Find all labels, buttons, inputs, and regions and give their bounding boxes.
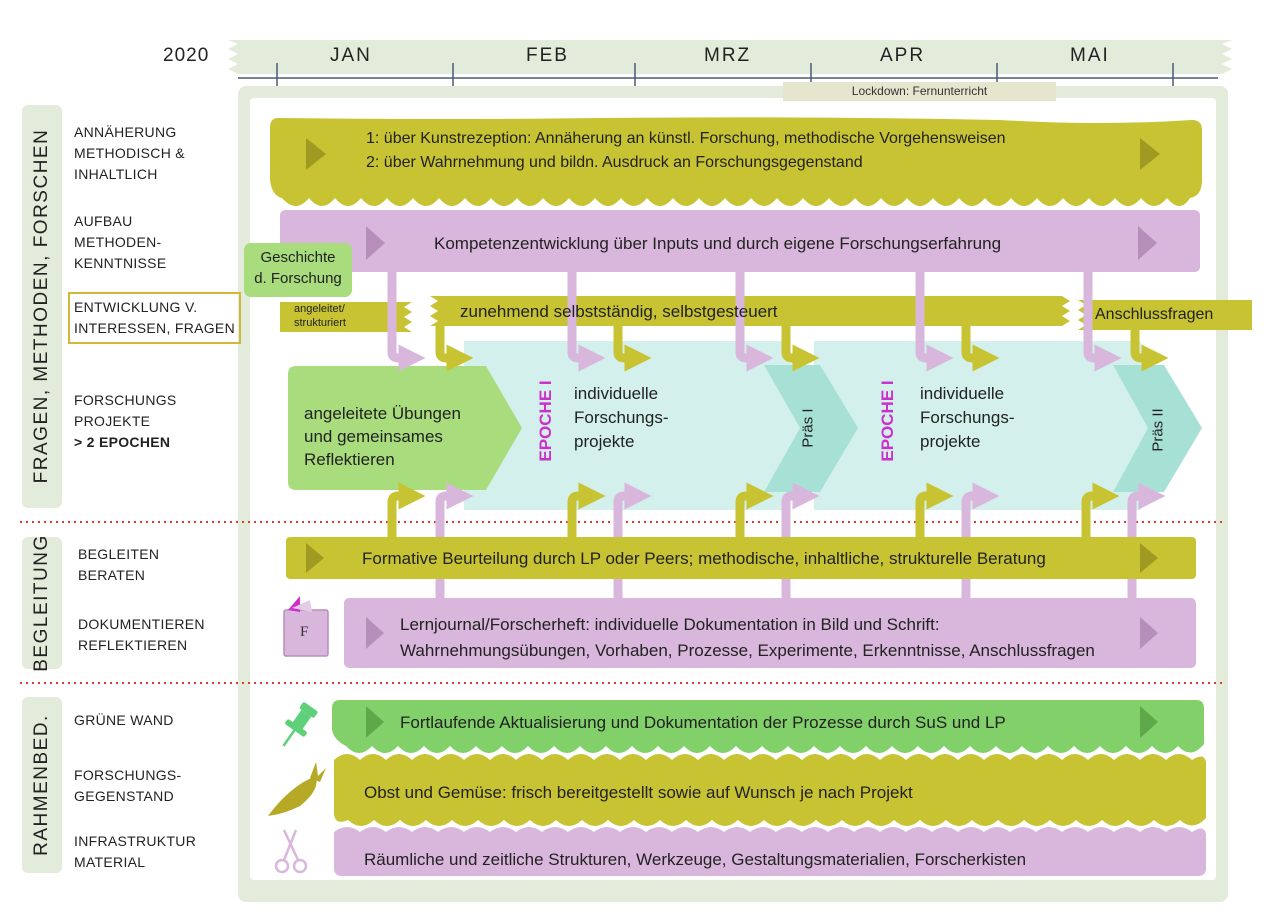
row-label-projekte: FORSCHUNGS PROJEKTE > 2 EPOCHEN (74, 392, 177, 450)
row-label-entwicklung: ENTWICKLUNG V. INTERESSEN, FRAGEN (68, 292, 241, 344)
year-label: 2020 (163, 45, 210, 66)
angeleitet-text: angeleitet/ strukturiert (294, 303, 346, 329)
month-apr: APR (880, 45, 926, 66)
gruene-wand-text: Fortlaufende Aktualisierung und Dokument… (400, 713, 1006, 732)
notebook-letter: F (300, 624, 309, 640)
row-label-dokumentieren: DOKUMENTIEREN REFLEKTIEREN (78, 616, 205, 653)
chevron-right-icon (1140, 617, 1158, 649)
sidebar-begleitung (22, 537, 62, 669)
pushpin-icon (282, 702, 318, 747)
band-annaeherung (270, 117, 1202, 206)
praes-1-label: Präs I (799, 408, 817, 448)
epoche-2-label: EPOCHE I (878, 380, 897, 462)
geschichte-box: Geschichte d. Forschung (244, 243, 352, 297)
band-gruene-wand (332, 700, 1204, 753)
individuell-text-2: individuelle Forschungs- projekte (920, 384, 1015, 451)
chevron-right-icon (366, 226, 385, 260)
band-formativ (286, 537, 1196, 579)
mint-arrow-1 (464, 341, 834, 510)
anschluss-text: Anschlussfragen (1095, 306, 1214, 323)
month-jan: JAN (330, 45, 372, 66)
chevron-right-icon (306, 138, 326, 170)
band-lernjournal (344, 598, 1196, 668)
obst-text: Obst und Gemüse: frisch bereitgestellt s… (364, 783, 913, 802)
chevron-right-icon (1140, 706, 1158, 738)
chevron-right-icon (366, 706, 384, 738)
carrot-icon (268, 762, 326, 816)
row-label-wand: GRÜNE WAND (74, 712, 174, 728)
chevron-right-icon (1138, 226, 1157, 260)
uebungen-text: angeleitete Übungen und gemeinsames Refl… (304, 404, 461, 469)
scissors-icon (274, 829, 308, 874)
section-title-begleitung: BEGLEITUNG (31, 534, 52, 672)
selbststaendig-text: zunehmend selbstständig, selbstgesteuert (460, 302, 778, 321)
lernjournal-text: Lernjournal/Forscherheft: individuelle D… (400, 615, 1095, 660)
chevron-right-icon (366, 617, 384, 649)
chevron-right-icon (1140, 138, 1160, 170)
kompetenz-text: Kompetenzentwicklung über Inputs und dur… (434, 234, 1002, 253)
praes-2-label: Präs II (1149, 408, 1167, 452)
sidebar-fragen (22, 105, 62, 508)
individuell-text-1: individuelle Forschungs- projekte (574, 384, 669, 451)
epoche-1-label: EPOCHE I (536, 380, 555, 462)
lilac-down-arrows (387, 272, 1122, 372)
band-selbststaendig (430, 296, 1070, 326)
lockdown-marker: Lockdown: Fernunterricht (783, 82, 1056, 101)
row-label-infrastruktur: INFRASTRUKTUR MATERIAL (74, 833, 197, 870)
notebook-icon (283, 596, 329, 657)
row-label-begleiten: BEGLEITEN BERATEN (78, 546, 160, 583)
sidebar-rahmen (22, 697, 62, 873)
band-angeleitet (280, 302, 412, 332)
praes-2-shape (1113, 365, 1202, 492)
mint-arrow-2 (814, 341, 1186, 510)
timeline-band (228, 40, 1232, 74)
band-raeumlich (334, 827, 1206, 876)
row-label-gegenstand: FORSCHUNGS- GEGENSTAND (74, 767, 182, 804)
lilac-up-arrows (435, 482, 1166, 600)
band-obst (334, 754, 1206, 826)
chevron-right-icon (306, 543, 324, 573)
month-mrz: MRZ (704, 45, 752, 66)
row-label-annaeherung: ANNÄHERUNG METHODISCH & INHALTLICH (74, 124, 185, 182)
row-label-aufbau: AUFBAU METHODEN- KENNTNISSE (74, 213, 167, 271)
month-mai: MAI (1070, 45, 1110, 66)
annaeherung-line-1: 1: über Kunstrezeption: Annäherung an kü… (366, 130, 1006, 147)
olive-up-arrows (387, 482, 1120, 538)
band-kompetenz (280, 210, 1200, 272)
chevron-right-icon (1140, 543, 1158, 573)
annaeherung-line-2: 2: über Wahrnehmung und bildn. Ausdruck … (366, 154, 863, 171)
section-title-rahmen: RAHMENBED. (31, 714, 52, 856)
olive-down-arrows (435, 326, 1169, 372)
band-anschluss (1078, 300, 1252, 330)
formativ-text: Formative Beurteilung durch LP oder Peer… (362, 549, 1046, 568)
section-title-fragen: FRAGEN, METHODEN, FORSCHEN (31, 128, 52, 484)
raeumlich-text: Räumliche und zeitliche Strukturen, Werk… (364, 850, 1027, 869)
uebungen-shape (288, 366, 522, 490)
praes-1-shape (764, 365, 858, 492)
month-feb: FEB (526, 45, 569, 66)
